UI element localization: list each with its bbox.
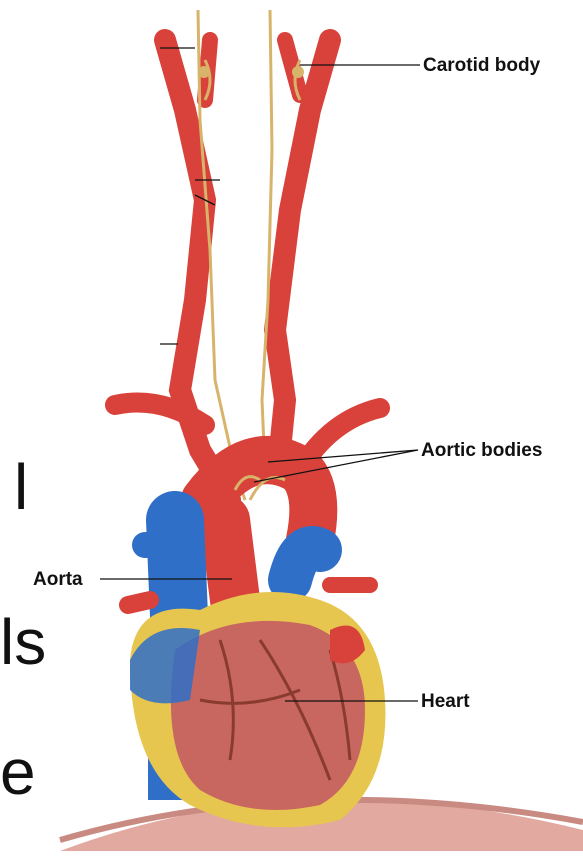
left-carotid-body	[198, 66, 210, 78]
aorta-label: Aorta	[33, 569, 83, 591]
slide-text-fragment-3: e	[0, 740, 36, 804]
aortic-bodies-label: Aortic bodies	[421, 440, 542, 462]
right-carotid-body	[292, 66, 304, 78]
slide-text-fragment-1: l	[14, 455, 28, 519]
right-vagus-nerve	[262, 10, 272, 470]
heart-label: Heart	[421, 691, 470, 713]
ascending-aorta	[225, 520, 235, 600]
carotid-body-label: Carotid body	[423, 55, 540, 77]
pulmonary-trunk	[290, 548, 320, 580]
pulmonary-vessel-left	[128, 600, 150, 605]
left-subclavian-artery	[115, 403, 205, 426]
slide-text-fragment-2: ls	[0, 610, 46, 674]
